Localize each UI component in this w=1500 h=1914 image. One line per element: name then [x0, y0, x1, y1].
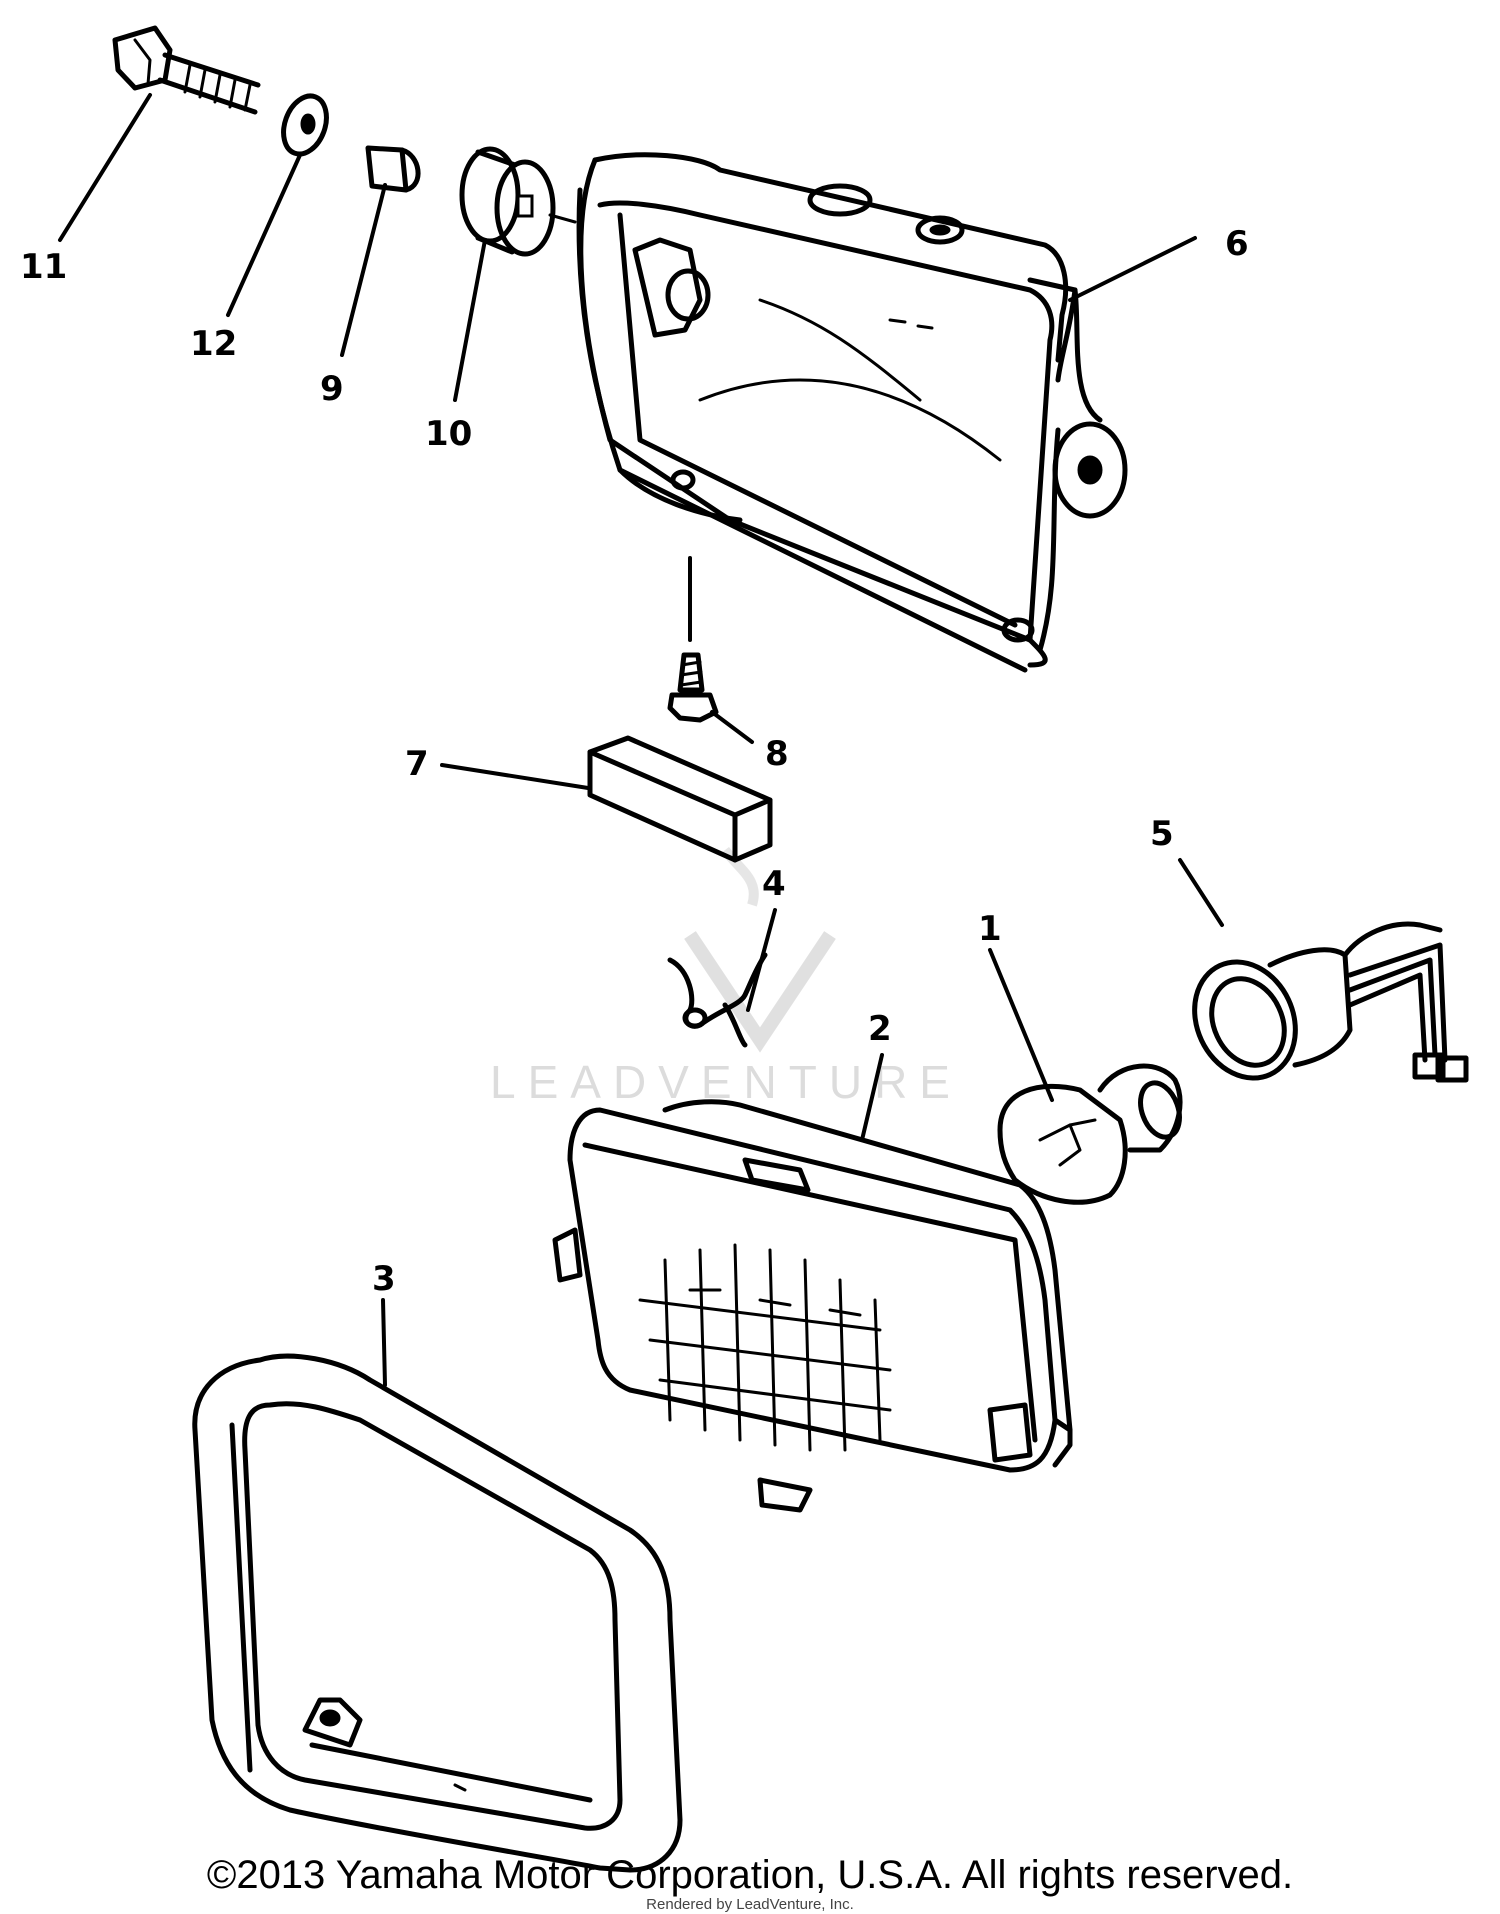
callout-3: 3	[372, 1259, 396, 1299]
callout-1: 1	[978, 909, 1002, 949]
callout-6: 6	[1225, 224, 1249, 264]
part-rim-3	[192, 1353, 683, 1873]
callout-labels: 11 12 9 10 6 8 7 4 5 1 2 3	[20, 224, 1249, 1299]
part-lens-unit-2	[552, 1099, 1073, 1513]
callout-10: 10	[425, 414, 472, 454]
leadventure-watermark: LEADVENTURE	[490, 846, 950, 1108]
part-housing-6	[576, 152, 1128, 673]
leader-11	[58, 93, 152, 242]
leader-10	[453, 238, 487, 402]
part-screw-8	[667, 556, 719, 723]
callout-4: 4	[762, 864, 786, 904]
part-collar-9	[365, 145, 421, 193]
leader-7	[440, 763, 590, 790]
rendered-by-notice: Rendered by LeadVenture, Inc.	[646, 1896, 854, 1913]
part-bolt-11	[112, 25, 261, 115]
part-socket-5	[1192, 921, 1469, 1083]
part-bulb-1	[997, 1063, 1183, 1205]
leader-2	[860, 1053, 884, 1142]
copyright-notice: ©2013 Yamaha Motor Corporation, U.S.A. A…	[206, 1853, 1294, 1897]
leader-4	[746, 908, 777, 1012]
callout-2: 2	[868, 1009, 892, 1049]
assembly-axis-line	[548, 213, 577, 224]
callout-12: 12	[190, 324, 237, 364]
part-spacer-7	[587, 735, 773, 863]
callout-7: 7	[405, 744, 429, 784]
callout-5: 5	[1150, 814, 1174, 854]
part-washer-12	[281, 93, 329, 157]
leader-12	[226, 153, 302, 317]
lens-pattern	[638, 1243, 892, 1452]
part-grommet-10	[459, 146, 556, 257]
leader-6	[1068, 236, 1197, 302]
leader-9	[340, 183, 387, 357]
callout-9: 9	[320, 369, 344, 409]
leader-3	[381, 1298, 387, 1387]
leader-5	[1178, 858, 1224, 927]
leader-1	[988, 948, 1054, 1102]
leader-lines	[58, 93, 1224, 1387]
leader-8	[710, 710, 754, 744]
part-spring-4	[667, 952, 768, 1048]
callout-8: 8	[765, 734, 789, 774]
callout-11: 11	[20, 247, 67, 287]
